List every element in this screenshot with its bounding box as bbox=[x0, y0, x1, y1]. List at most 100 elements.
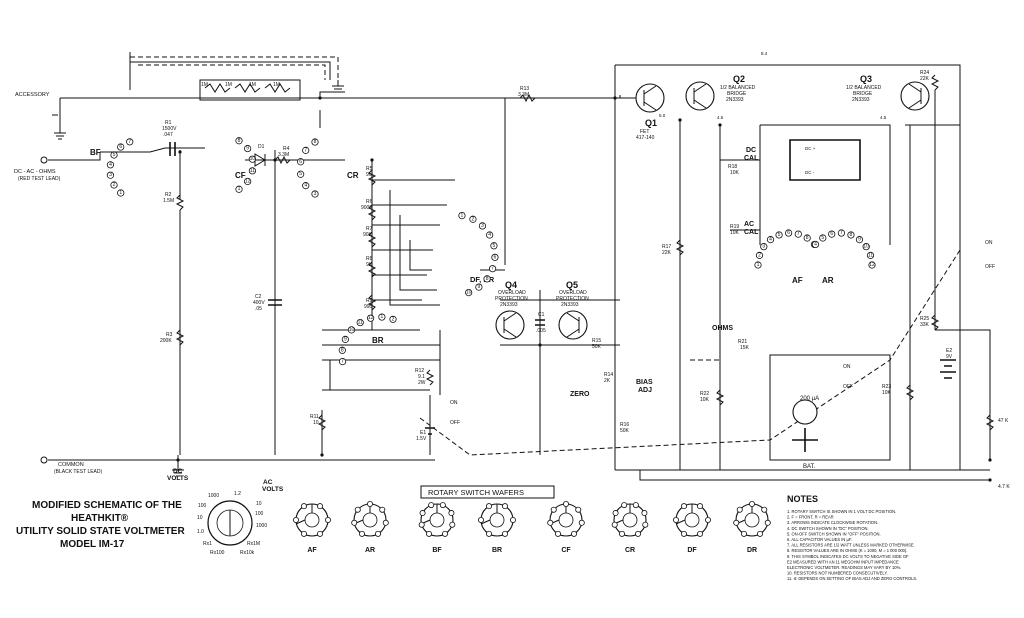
wafer-lug bbox=[621, 502, 628, 509]
terminal-lug: 6 bbox=[297, 158, 305, 166]
q5-label: Q5 bbox=[566, 280, 578, 290]
svg-text:9: 9 bbox=[246, 146, 249, 152]
wafer-lug bbox=[428, 502, 435, 509]
schematic-labels: ACCESSORY DC - AC - OHMS (RED TEST LEAD)… bbox=[14, 51, 1010, 490]
wafer-lug bbox=[764, 519, 771, 526]
svg-text:5: 5 bbox=[299, 171, 302, 177]
svg-text:100: 100 bbox=[198, 503, 207, 509]
svg-text:7: 7 bbox=[491, 266, 494, 272]
terminal-lug: 11 bbox=[356, 318, 364, 327]
svg-text:1M: 1M bbox=[201, 82, 208, 88]
svg-text:10K: 10K bbox=[730, 230, 740, 236]
svg-text:UTILITY SOLID STATE VOLTMETER: UTILITY SOLID STATE VOLTMETER bbox=[16, 526, 185, 537]
terminal-lug: 3 bbox=[311, 190, 319, 198]
svg-text:C1: C1 bbox=[538, 312, 545, 318]
wafer-lug bbox=[705, 517, 712, 524]
svg-text:12: 12 bbox=[368, 315, 374, 321]
svg-text:9: 9 bbox=[858, 237, 861, 243]
common-label: COMMON bbox=[58, 462, 84, 468]
svg-text:MODIFIED SCHEMATIC OF THE: MODIFIED SCHEMATIC OF THE bbox=[32, 500, 182, 511]
terminal-lug: 7 bbox=[837, 229, 845, 237]
wafer-lug bbox=[477, 517, 484, 524]
svg-text:R2: R2 bbox=[165, 192, 172, 198]
wafer-lug bbox=[571, 530, 578, 537]
wafer-lug bbox=[324, 517, 331, 524]
note-line: 5. ON-OFF SWITCH SHOWN IN "OFF" POSITION… bbox=[787, 531, 881, 536]
notes-heading: NOTES bbox=[787, 494, 818, 504]
wafer-lug bbox=[425, 530, 432, 537]
ohms-label: OHMS bbox=[712, 325, 733, 332]
wafer-lug bbox=[374, 530, 381, 537]
wafer-label: CR bbox=[625, 547, 635, 554]
terminal-lug: 11 bbox=[248, 167, 256, 175]
svg-text:R5: R5 bbox=[366, 166, 373, 172]
wafer-lug bbox=[354, 506, 361, 513]
wafer-lug bbox=[761, 506, 768, 513]
q3-label: Q3 bbox=[860, 74, 872, 84]
wafer-lug bbox=[501, 503, 508, 510]
svg-text:OVERLOAD: OVERLOAD bbox=[498, 290, 526, 296]
note-line: 3. ARROWS INDICATE CLOCKWISE ROTATION. bbox=[787, 520, 878, 525]
dc-cal-label: DC bbox=[746, 147, 756, 154]
svg-text:2N3393: 2N3393 bbox=[852, 97, 870, 103]
svg-text:8: 8 bbox=[850, 232, 853, 238]
svg-text:1500V: 1500V bbox=[162, 126, 177, 132]
wafer-lug bbox=[418, 521, 425, 528]
terminal-lug: 1 bbox=[378, 313, 386, 321]
svg-text:2: 2 bbox=[113, 182, 116, 188]
svg-text:5: 5 bbox=[113, 152, 116, 158]
wafer-df: DF bbox=[673, 503, 712, 554]
note-line: 2. F = FRONT, R = REAR bbox=[787, 515, 834, 520]
svg-text:8: 8 bbox=[806, 235, 809, 241]
svg-text:DC +: DC + bbox=[805, 146, 816, 151]
note-line: 10. RESISTORS NOT NUMBERED CONSECUTIVELY… bbox=[787, 571, 888, 576]
svg-text:22K: 22K bbox=[920, 76, 930, 82]
terminal-lug: 2 bbox=[469, 215, 477, 223]
svg-text:9.1: 9.1 bbox=[418, 374, 425, 380]
note-line: 6. ALL CAPACITOR VALUES IN µF. bbox=[787, 537, 852, 542]
terminal-lug: 5 bbox=[110, 151, 118, 159]
wafer-bf: BF bbox=[418, 502, 456, 554]
svg-text:200K: 200K bbox=[160, 338, 172, 344]
svg-text:1: 1 bbox=[381, 314, 384, 320]
svg-text:1.5V: 1.5V bbox=[416, 436, 427, 442]
transistor-symbols bbox=[495, 81, 930, 452]
svg-text:8.4: 8.4 bbox=[761, 51, 768, 56]
terminal-lug: 6 bbox=[828, 230, 836, 238]
q5-symbol bbox=[558, 310, 588, 340]
svg-text:R22: R22 bbox=[700, 391, 709, 397]
terminal-lug: 4 bbox=[811, 240, 820, 249]
wafer-lug bbox=[681, 503, 688, 510]
terminal-lug: 12 bbox=[244, 177, 252, 186]
svg-text:9M: 9M bbox=[366, 172, 373, 178]
wafer-label: BR bbox=[492, 547, 502, 554]
terminal-lug: 9 bbox=[855, 236, 864, 244]
svg-text:7: 7 bbox=[304, 147, 307, 153]
ac-cal-label: AC bbox=[744, 221, 754, 228]
svg-text:12: 12 bbox=[245, 178, 251, 184]
svg-text:100: 100 bbox=[255, 511, 264, 517]
svg-text:90K: 90K bbox=[363, 232, 373, 238]
svg-text:ROTARY SWITCH WAFERS: ROTARY SWITCH WAFERS bbox=[428, 488, 524, 497]
svg-text:1: 1 bbox=[119, 190, 122, 196]
terminal-lug: 8 bbox=[311, 138, 319, 146]
terminal-lug: 10 bbox=[347, 326, 356, 334]
svg-text:7: 7 bbox=[341, 359, 344, 365]
wafer-label: AF bbox=[307, 547, 317, 554]
svg-text:4.5: 4.5 bbox=[880, 115, 887, 120]
svg-text:R1: R1 bbox=[165, 120, 172, 126]
wafer-ar: AR bbox=[351, 500, 389, 554]
terminal-lug: 1 bbox=[754, 261, 762, 269]
terminal-lug: 8 bbox=[847, 231, 855, 239]
svg-text:.047: .047 bbox=[163, 132, 173, 138]
wafer-label: AR bbox=[365, 547, 375, 554]
wafer-lug bbox=[635, 530, 642, 537]
ac-cal-label-2: CAL bbox=[744, 229, 759, 236]
svg-text:FET: FET bbox=[640, 129, 649, 135]
svg-text:417-140: 417-140 bbox=[636, 135, 655, 141]
q1-symbol bbox=[635, 83, 665, 113]
switch-label-af: AF bbox=[792, 276, 803, 285]
